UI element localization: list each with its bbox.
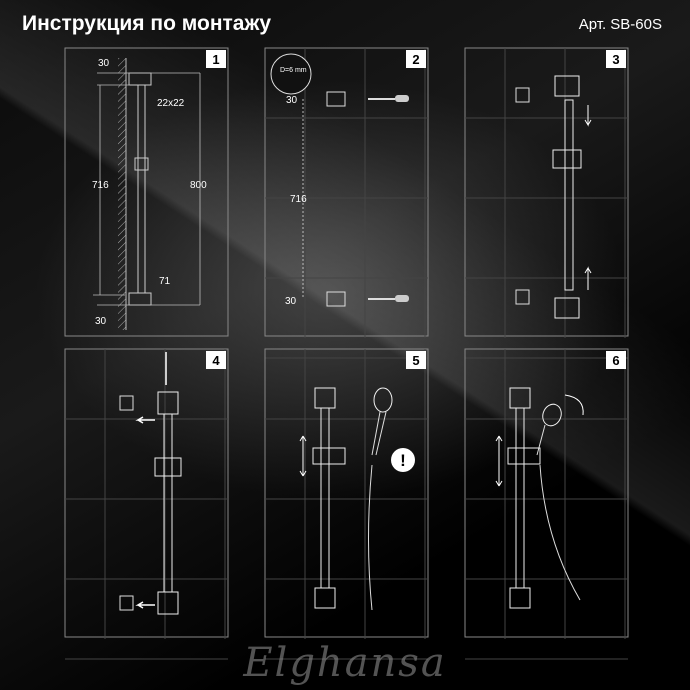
brand-logo: Elghansa [243, 640, 447, 686]
dim-height: 716 [92, 180, 109, 191]
panel-1: 1 30 22x22 716 800 71 30 [64, 47, 229, 337]
panel-4: 4 [64, 348, 229, 660]
dim-top: 30 [286, 95, 298, 106]
panel-5: 5 ! [264, 348, 429, 660]
panel-number: 6 [612, 353, 619, 368]
panel-2: 2 D=6 mm 30 716 30 [264, 47, 429, 359]
panel-number: 5 [412, 353, 419, 368]
panel-6: 6 [464, 348, 629, 660]
article-number: Арт. SB-60S [578, 16, 662, 33]
dim-bottom-offset: 30 [95, 316, 107, 327]
panel-number: 3 [612, 52, 619, 67]
dim-profile: 22x22 [157, 98, 185, 109]
dim-top-offset: 30 [98, 58, 110, 69]
dim-bottom: 30 [285, 296, 297, 307]
panel-number: 4 [212, 353, 220, 368]
panel-number: 1 [212, 52, 219, 67]
dim-depth: 71 [159, 276, 171, 287]
panel-number: 2 [412, 52, 419, 67]
warning-icon: ! [400, 451, 406, 470]
panel-3: 3 [464, 47, 629, 359]
dim-height: 716 [290, 194, 307, 205]
page-title: Инструкция по монтажу [22, 12, 272, 35]
drill-diameter: D=6 mm [280, 67, 307, 74]
dim-total: 800 [190, 180, 207, 191]
